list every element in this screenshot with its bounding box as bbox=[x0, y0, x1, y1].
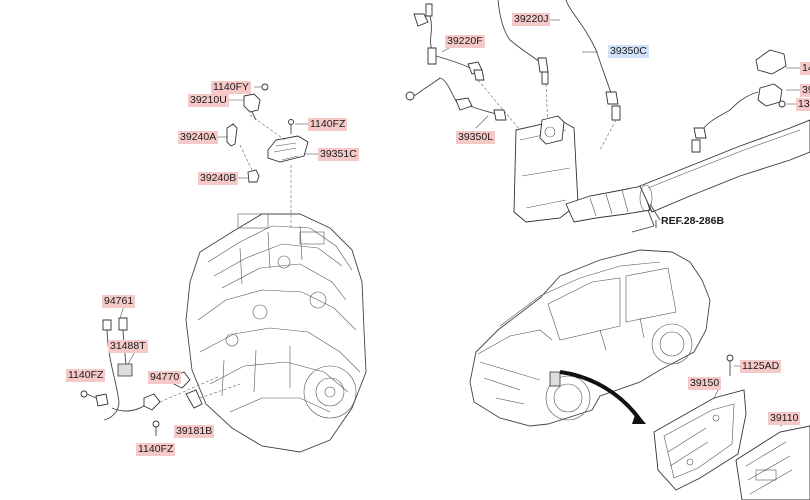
camshaft-sensor-assembly bbox=[212, 83, 318, 230]
part-label-39-right[interactable]: 39 bbox=[800, 84, 810, 97]
part-label-39220J[interactable]: 39220J bbox=[512, 13, 551, 26]
engine-block bbox=[185, 213, 367, 453]
part-label-31488T[interactable]: 31488T bbox=[108, 340, 148, 353]
part-label-39240B[interactable]: 39240B bbox=[198, 172, 239, 185]
part-label-39350C[interactable]: 39350C bbox=[608, 45, 649, 58]
part-label-39350L[interactable]: 39350L bbox=[456, 131, 496, 144]
pressure-sensor-assembly bbox=[691, 49, 800, 153]
part-label-1140FZ-top[interactable]: 1140FZ bbox=[308, 118, 348, 131]
catalytic-converter bbox=[513, 115, 810, 233]
vehicle-outline bbox=[469, 249, 711, 427]
part-label-39210U[interactable]: 39210U bbox=[188, 94, 229, 107]
ecu-bracket bbox=[653, 354, 810, 500]
part-label-39110[interactable]: 39110 bbox=[768, 412, 801, 425]
reference-label[interactable]: REF.28-286B bbox=[661, 215, 725, 227]
part-label-94770[interactable]: 94770 bbox=[148, 371, 182, 384]
part-label-13-right[interactable]: 13 bbox=[796, 98, 810, 111]
part-label-39220F[interactable]: 39220F bbox=[445, 35, 485, 48]
part-label-94761[interactable]: 94761 bbox=[102, 295, 136, 308]
part-label-1140FZ-left[interactable]: 1140FZ bbox=[66, 369, 106, 382]
part-label-39351C[interactable]: 39351C bbox=[318, 148, 359, 161]
part-label-39240A[interactable]: 39240A bbox=[178, 131, 219, 144]
part-label-1125AD[interactable]: 1125AD bbox=[740, 360, 782, 373]
part-label-1140FZ-bottom[interactable]: 1140FZ bbox=[136, 443, 176, 456]
knock-sensor-assembly bbox=[80, 299, 241, 436]
part-label-39150[interactable]: 39150 bbox=[688, 377, 722, 390]
part-label-39181B[interactable]: 39181B bbox=[174, 425, 215, 438]
part-label-14-right[interactable]: 14 bbox=[800, 62, 810, 75]
ref-leader bbox=[649, 203, 661, 221]
part-label-1140FY[interactable]: 1140FY bbox=[211, 81, 251, 94]
